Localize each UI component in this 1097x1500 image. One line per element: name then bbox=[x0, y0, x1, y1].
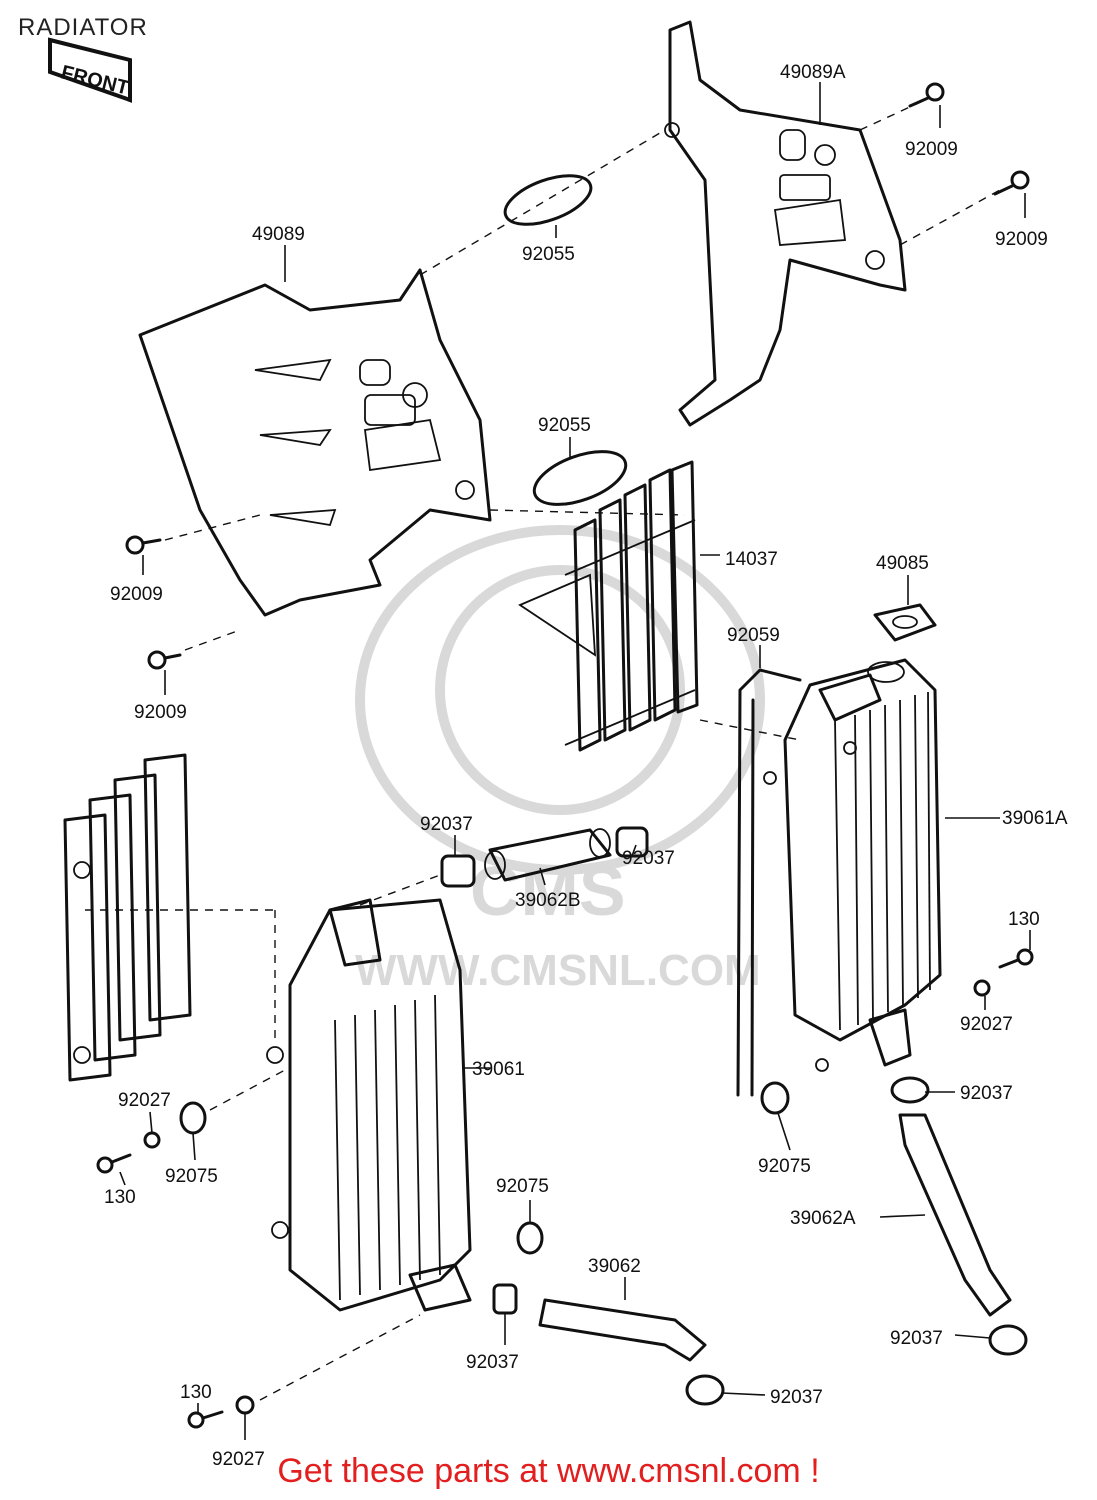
hose-39062b bbox=[484, 828, 612, 882]
o-ring-upper bbox=[503, 174, 593, 226]
label-130[interactable]: 130 bbox=[1008, 909, 1040, 930]
hose-39062a bbox=[898, 1113, 1012, 1317]
radiator-right bbox=[763, 658, 942, 1072]
grommet-92075-b bbox=[760, 1081, 790, 1115]
radiator-left bbox=[266, 898, 472, 1312]
washer-92027-c bbox=[235, 1395, 255, 1415]
clamp-92037-d bbox=[492, 1283, 518, 1315]
part-labels: 49089A 92009 92009 49089 92055 92055 140… bbox=[104, 62, 1068, 1470]
leader-lines bbox=[119, 82, 1031, 1440]
clamp-92037-e bbox=[685, 1374, 725, 1406]
label-92075[interactable]: 92075 bbox=[496, 1176, 549, 1197]
label-39062[interactable]: 39062 bbox=[588, 1256, 641, 1277]
label-49085[interactable]: 49085 bbox=[876, 553, 929, 574]
label-130[interactable]: 130 bbox=[180, 1382, 212, 1403]
label-39061[interactable]: 39061 bbox=[472, 1059, 525, 1080]
label-39061a[interactable]: 39061A bbox=[1002, 808, 1068, 829]
label-92075[interactable]: 92075 bbox=[165, 1166, 218, 1187]
label-92075[interactable]: 92075 bbox=[758, 1156, 811, 1177]
breather-tube bbox=[736, 668, 802, 1097]
grommet-92075-a bbox=[179, 1101, 207, 1135]
label-92037[interactable]: 92037 bbox=[420, 814, 473, 835]
label-92027[interactable]: 92027 bbox=[212, 1449, 265, 1470]
clamp-92037-f bbox=[988, 1324, 1028, 1356]
label-49089a[interactable]: 49089A bbox=[780, 62, 846, 83]
label-92059[interactable]: 92059 bbox=[727, 625, 780, 646]
label-92037[interactable]: 92037 bbox=[890, 1328, 943, 1349]
washer-92027-a bbox=[143, 1131, 161, 1149]
label-39062a[interactable]: 39062A bbox=[790, 1208, 856, 1229]
label-92009[interactable]: 92009 bbox=[995, 229, 1048, 250]
label-92055[interactable]: 92055 bbox=[538, 415, 591, 436]
washer-92027-b bbox=[973, 979, 991, 997]
bolt-130-c bbox=[187, 1410, 224, 1429]
label-39062b[interactable]: 39062B bbox=[515, 890, 581, 911]
o-ring-lower bbox=[532, 450, 628, 506]
watermark-url: WWW.CMSNL.COM bbox=[355, 946, 761, 995]
shroud-left bbox=[138, 268, 492, 617]
bolt-92009-c bbox=[125, 535, 162, 555]
bolt-92009-b bbox=[993, 170, 1030, 196]
label-92037[interactable]: 92037 bbox=[770, 1387, 823, 1408]
clamp-92037-c bbox=[890, 1076, 930, 1104]
label-92009[interactable]: 92009 bbox=[134, 702, 187, 723]
radiator-guard-right bbox=[518, 460, 699, 752]
radiator-guard-left bbox=[63, 753, 192, 1082]
label-92055[interactable]: 92055 bbox=[522, 244, 575, 265]
assembly-lines bbox=[85, 99, 1001, 1401]
label-49089[interactable]: 49089 bbox=[252, 224, 305, 245]
grommet-92075-c bbox=[516, 1221, 544, 1255]
label-92009[interactable]: 92009 bbox=[110, 584, 163, 605]
label-92037[interactable]: 92037 bbox=[466, 1352, 519, 1373]
bolt-130-b bbox=[96, 1153, 132, 1174]
hose-39062 bbox=[538, 1298, 707, 1362]
cmsnl-watermark: WWW.CMSNL.COM CMS bbox=[355, 525, 765, 995]
label-92037[interactable]: 92037 bbox=[622, 848, 675, 869]
label-92009[interactable]: 92009 bbox=[905, 139, 958, 160]
label-92037[interactable]: 92037 bbox=[960, 1083, 1013, 1104]
label-92027[interactable]: 92027 bbox=[118, 1090, 171, 1111]
breather-tube-inner bbox=[750, 698, 755, 1097]
bolt-92009-d bbox=[147, 650, 182, 670]
label-14037[interactable]: 14037 bbox=[725, 549, 778, 570]
clamp-92037-a bbox=[440, 854, 476, 888]
bolt-92009-a bbox=[908, 82, 945, 108]
footer-promo[interactable]: Get these parts at www.cmsnl.com ! bbox=[277, 1452, 820, 1490]
radiator-cap bbox=[873, 603, 937, 642]
front-indicator: FRONT bbox=[48, 37, 132, 103]
page-title: RADIATOR bbox=[18, 14, 148, 41]
label-130[interactable]: 130 bbox=[104, 1187, 136, 1208]
bolt-130-a bbox=[998, 948, 1034, 969]
label-92027[interactable]: 92027 bbox=[960, 1014, 1013, 1035]
shroud-right bbox=[664, 20, 907, 427]
